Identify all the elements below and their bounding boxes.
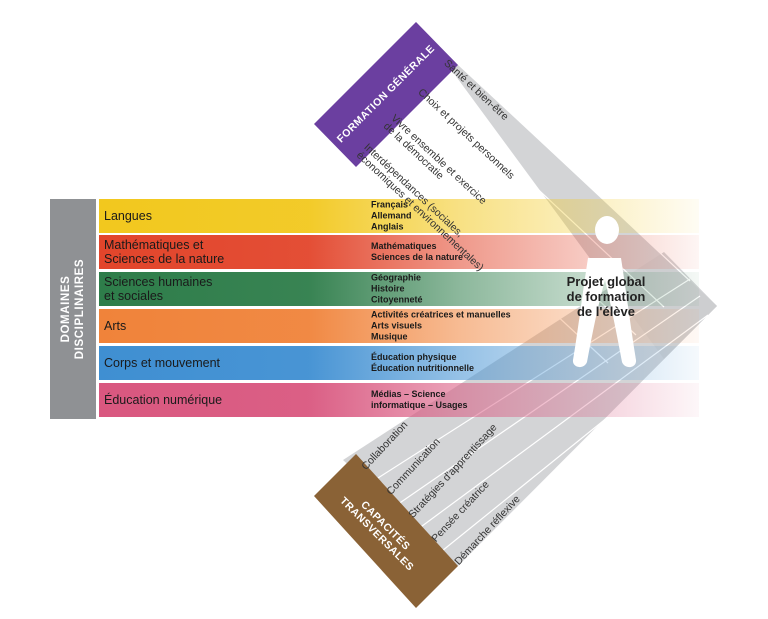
domain-row-human-social-sciences: Sciences humaines et sociales Géographie… — [99, 272, 459, 306]
domain-name: Corps et mouvement — [104, 356, 221, 370]
student-figure-icon — [572, 216, 637, 368]
domain-bar — [99, 309, 699, 343]
domain-subjects: Géographie Histoire Citoyenneté — [371, 272, 423, 305]
domain-row-body-movement: Corps et mouvement Éducation physique Éd… — [99, 346, 474, 380]
domain-name: Arts — [104, 319, 127, 333]
domain-subjects: Éducation physique Éducation nutritionne… — [371, 352, 474, 373]
general-education-header — [314, 22, 458, 167]
domain-rows — [99, 199, 699, 417]
domain-name: Langues — [104, 209, 152, 223]
disciplinary-domains-label: DOMAINES DISCIPLINAIRES — [50, 199, 96, 419]
domain-row-languages: Langues Français Allemand Anglais — [99, 199, 459, 233]
domain-bar — [99, 383, 699, 417]
domain-row-math-science: Mathématiques et Sciences de la nature M… — [99, 235, 463, 269]
domain-subjects: Médias – Science informatique – Usages — [371, 389, 468, 410]
domain-name: Mathématiques et Sciences de la nature — [104, 238, 225, 266]
domain-subjects: Français Allemand Anglais — [371, 199, 412, 232]
domain-row-arts: Arts Activités créatrices et manuelles A… — [99, 309, 511, 343]
disciplinary-domains-text: DOMAINES DISCIPLINAIRES — [60, 258, 86, 360]
domain-subjects: Activités créatrices et manuelles Arts v… — [371, 309, 511, 342]
center-project-label: Projet global de formation de l'élève — [566, 274, 646, 319]
domain-row-digital-education: Éducation numérique Médias – Science inf… — [99, 383, 468, 417]
domain-name: Éducation numérique — [104, 393, 223, 407]
transversal-skills-header — [314, 454, 458, 608]
domain-subjects: Mathématiques Sciences de la nature — [371, 241, 464, 262]
domain-name: Sciences humaines et sociales — [104, 275, 213, 303]
domain-bar — [99, 346, 699, 380]
